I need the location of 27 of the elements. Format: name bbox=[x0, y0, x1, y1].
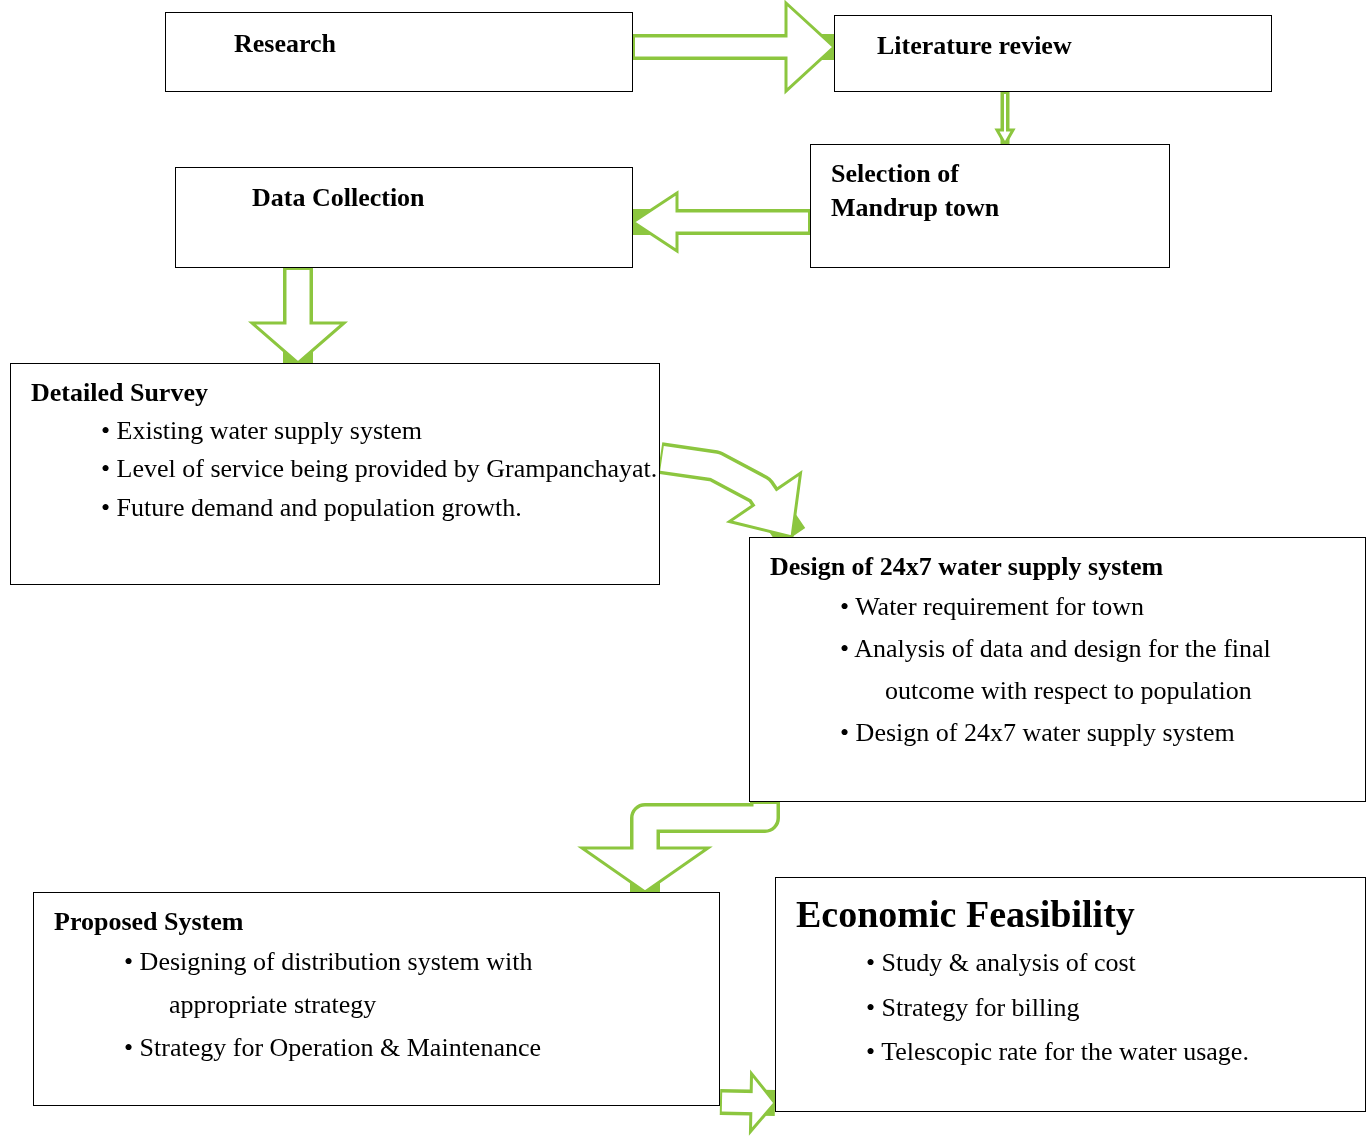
process-box bbox=[33, 892, 720, 1106]
process-box bbox=[10, 363, 660, 585]
process-box bbox=[775, 877, 1366, 1112]
box-heading: Economic Feasibility bbox=[796, 892, 1136, 937]
bullet-item: • Future demand and population growth. bbox=[101, 491, 523, 524]
box-heading: Proposed System bbox=[54, 906, 245, 938]
bullet-item: • Existing water supply system bbox=[101, 414, 424, 447]
process-box bbox=[165, 12, 633, 92]
box-heading: Design of 24x7 water supply system bbox=[770, 551, 1165, 583]
bullet-item: • Study & analysis of cost bbox=[866, 947, 1137, 980]
process-box bbox=[175, 167, 633, 268]
box-heading: Selection of Mandrup town bbox=[831, 158, 1001, 224]
box-heading: Research bbox=[234, 28, 338, 60]
box-heading: Literature review bbox=[877, 30, 1073, 62]
bullet-item: • Strategy for billing bbox=[866, 991, 1081, 1024]
process-box bbox=[749, 537, 1366, 802]
bullet-item: • Level of service being provided by Grampanchayat. bbox=[101, 453, 659, 486]
box-heading: Detailed Survey bbox=[31, 377, 209, 409]
process-box bbox=[834, 15, 1272, 92]
process-box bbox=[810, 144, 1170, 268]
bullet-item: • Telescopic rate for the water usage. bbox=[866, 1035, 1250, 1068]
bullet-item: • Strategy for Operation & Maintenance bbox=[124, 1031, 542, 1064]
bullet-item: • Analysis of data and design for the final outcome with respect to population bbox=[840, 632, 1272, 707]
bullet-item: • Designing of distribution system with appropriate strategy bbox=[124, 945, 534, 1021]
bullet-item: • Design of 24x7 water supply system bbox=[840, 717, 1236, 750]
box-heading: Data Collection bbox=[252, 182, 426, 214]
bullet-item: • Water requirement for town bbox=[840, 590, 1145, 623]
